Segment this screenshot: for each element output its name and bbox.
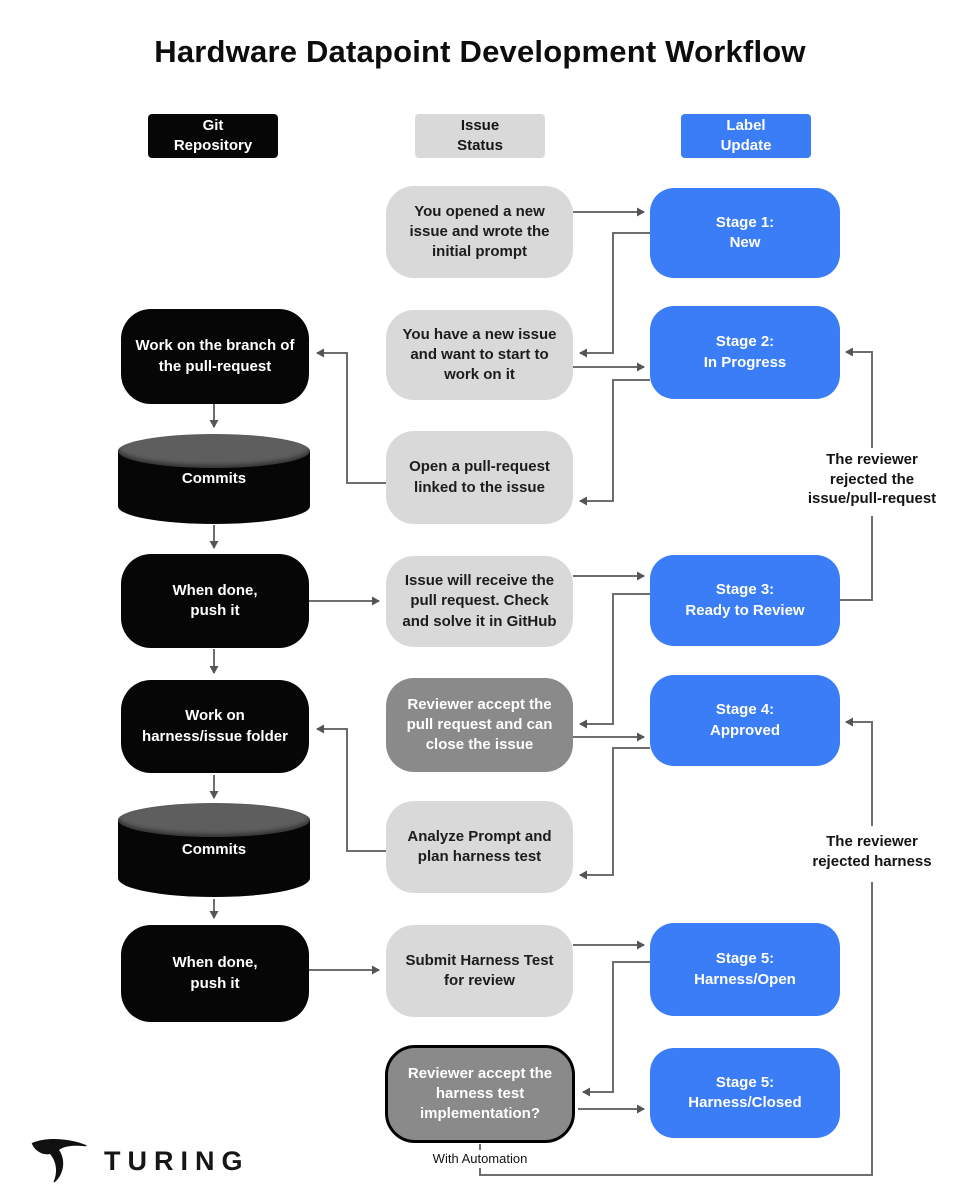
header-git-repository: Git Repository bbox=[148, 114, 278, 158]
annotation-rejected-harness: The reviewer rejected harness bbox=[762, 832, 960, 871]
node-stage-5-open-label: Stage 5: Harness/Open bbox=[694, 950, 796, 988]
node-submit-harness-test-label: Submit Harness Test for review bbox=[405, 951, 554, 989]
edge-automation-loop bbox=[479, 882, 873, 1176]
turing-logo-icon bbox=[31, 1139, 87, 1183]
node-push-it-2: When done, push it bbox=[121, 925, 309, 1022]
node-commits-1-label: Commits bbox=[181, 469, 247, 487]
node-stage-5-closed-label: Stage 5: Harness/Closed bbox=[688, 1073, 802, 1111]
node-stage-4-approved: Stage 4: Approved bbox=[650, 675, 840, 766]
edge-reject-to-stage2 bbox=[845, 347, 873, 448]
cylinder-top bbox=[118, 434, 310, 468]
page-title: Hardware Datapoint Development Workflow bbox=[154, 34, 806, 69]
node-stage-3-ready-to-review: Stage 3: Ready to Review bbox=[650, 555, 840, 646]
edge-open-pr-to-branch bbox=[316, 348, 386, 484]
node-work-on-harness-folder-label: Work on harness/issue folder bbox=[142, 707, 288, 745]
edge-stage4-to-analyze bbox=[579, 747, 650, 880]
node-open-pull-request: Open a pull-request linked to the issue bbox=[386, 431, 573, 524]
annotation-rejected-issue: The reviewer rejected the issue/pull-req… bbox=[772, 450, 960, 509]
node-work-on-branch-label: Work on the branch of the pull-request bbox=[135, 337, 295, 375]
node-opened-issue-label: You opened a new issue and wrote the ini… bbox=[409, 202, 550, 261]
turing-logo: TURING bbox=[30, 1136, 250, 1186]
node-stage-2-label: Stage 2: In Progress bbox=[703, 333, 787, 371]
node-push-it-2-label: When done, push it bbox=[172, 954, 258, 992]
node-receive-pull-request-label: Issue will receive the pull request. Che… bbox=[402, 572, 557, 630]
edge-stage3-to-accept-pr bbox=[579, 593, 650, 729]
node-commits-2-label: Commits bbox=[181, 840, 247, 858]
node-submit-harness-test: Submit Harness Test for review bbox=[386, 925, 573, 1017]
node-commits-cylinder-1: Commits bbox=[118, 434, 310, 524]
node-stage-1-new: Stage 1: New bbox=[650, 188, 840, 278]
node-work-on-branch: Work on the branch of the pull-request bbox=[121, 309, 309, 404]
node-push-it-1-label: When done, push it bbox=[172, 581, 258, 619]
edge-analyze-to-harness-folder bbox=[316, 724, 386, 852]
node-new-issue: You have a new issue and want to start t… bbox=[386, 310, 573, 400]
node-open-pull-request-label: Open a pull-request linked to the issue bbox=[409, 458, 550, 496]
edge-stage5open-to-accept-harness bbox=[582, 961, 650, 1097]
header-issue-status: Issue Status bbox=[415, 114, 545, 158]
node-opened-issue: You opened a new issue and wrote the ini… bbox=[386, 186, 573, 278]
header-git-repository-label: Git Repository bbox=[173, 116, 253, 154]
node-reviewer-accept-pr: Reviewer accept the pull request and can… bbox=[386, 678, 573, 772]
edge-stage1-to-new-issue bbox=[579, 232, 650, 358]
edge-stage2-to-open-pr bbox=[579, 379, 650, 506]
node-stage-4-label: Stage 4: Approved bbox=[709, 701, 780, 739]
node-commits-cylinder-2: Commits bbox=[118, 803, 310, 897]
node-stage-5-harness-closed: Stage 5: Harness/Closed bbox=[650, 1048, 840, 1138]
node-analyze-prompt-label: Analyze Prompt and plan harness test bbox=[407, 827, 552, 865]
node-reviewer-accept-pr-label: Reviewer accept the pull request and can… bbox=[406, 695, 553, 754]
node-receive-pull-request: Issue will receive the pull request. Che… bbox=[386, 556, 573, 647]
node-stage-1-label: Stage 1: New bbox=[715, 213, 775, 251]
node-stage-3-label: Stage 3: Ready to Review bbox=[685, 581, 805, 619]
header-label-update: Label Update bbox=[681, 114, 811, 158]
node-new-issue-label: You have a new issue and want to start t… bbox=[402, 325, 557, 384]
node-reviewer-accept-harness: Reviewer accept the harness test impleme… bbox=[385, 1045, 575, 1143]
edge-reject-to-stage4 bbox=[845, 717, 873, 826]
turing-logo-text: TURING bbox=[104, 1145, 250, 1176]
edge-stage3-reject-down bbox=[840, 516, 873, 601]
header-issue-status-label: Issue Status bbox=[457, 116, 503, 154]
node-analyze-prompt: Analyze Prompt and plan harness test bbox=[386, 801, 573, 893]
node-work-on-harness-folder: Work on harness/issue folder bbox=[121, 680, 309, 773]
node-reviewer-accept-harness-label: Reviewer accept the harness test impleme… bbox=[407, 1064, 553, 1123]
header-label-update-label: Label Update bbox=[720, 116, 772, 154]
cylinder-top bbox=[118, 803, 310, 837]
node-stage-5-harness-open: Stage 5: Harness/Open bbox=[650, 923, 840, 1016]
annotation-with-automation: With Automation bbox=[400, 1151, 560, 1168]
node-push-it-1: When done, push it bbox=[121, 554, 309, 648]
node-stage-2-in-progress: Stage 2: In Progress bbox=[650, 306, 840, 399]
